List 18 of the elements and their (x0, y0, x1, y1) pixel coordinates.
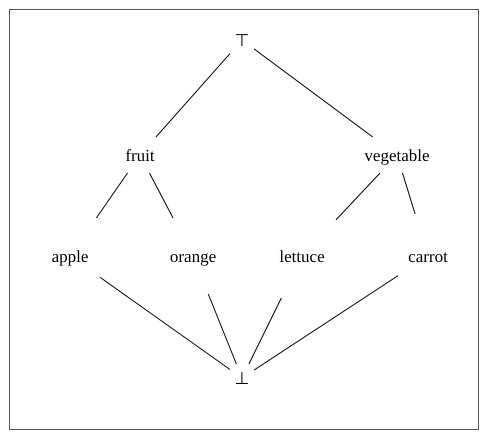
node-label: ⊥ (234, 370, 250, 386)
connector-line (96, 172, 128, 218)
node-label: lettuce (279, 248, 325, 264)
connector-line (254, 275, 398, 371)
node-label: apple (52, 248, 88, 264)
node-label: carrot (408, 248, 448, 264)
connector-line (208, 294, 237, 364)
connector-line (148, 172, 174, 218)
connector-line (248, 298, 282, 364)
node-label: vegetable (364, 146, 430, 164)
node-label: ⊤ (234, 32, 250, 48)
node-label: fruit (125, 146, 155, 164)
connector-line (254, 48, 374, 138)
connector-line (100, 276, 230, 370)
connector-line (155, 53, 230, 138)
node-label: orange (170, 248, 216, 264)
connector-line (402, 172, 416, 214)
connector-line (336, 172, 381, 220)
